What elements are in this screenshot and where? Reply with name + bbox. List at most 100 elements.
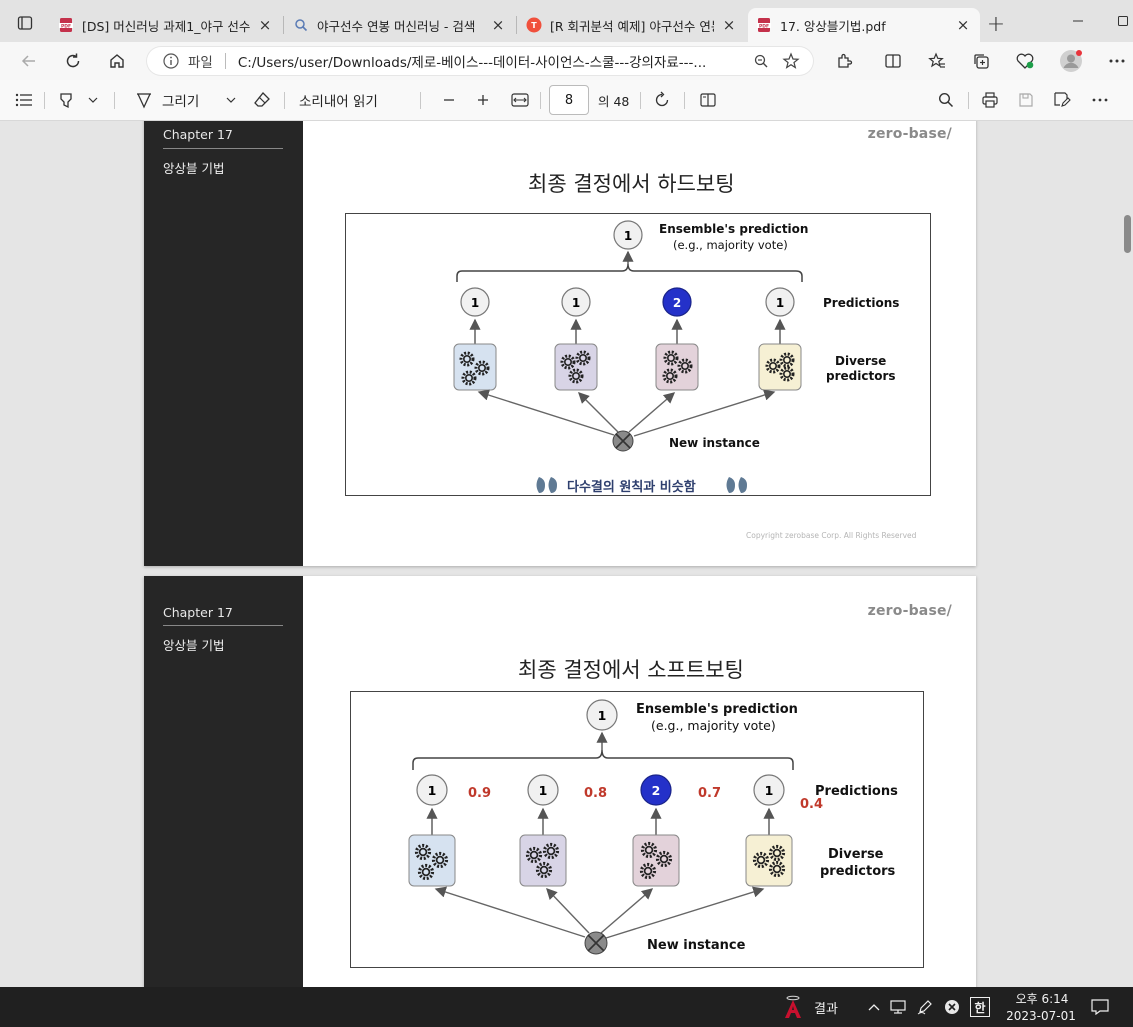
- zoom-in-icon[interactable]: [472, 88, 494, 112]
- chevron-up-icon[interactable]: [866, 999, 882, 1015]
- probability-value: 0.7: [698, 786, 721, 801]
- chevron-down-icon[interactable]: [84, 88, 102, 112]
- save-as-icon[interactable]: [1050, 88, 1074, 112]
- predictor-box-3: [655, 343, 699, 391]
- tab-search[interactable]: 야구선수 연봉 머신러닝 - 검색 ×: [285, 8, 515, 42]
- more-options-icon[interactable]: [1088, 88, 1112, 112]
- tab-ds-assignment[interactable]: PDF [DS] 머신러닝 과제1_야구 선수 ×: [50, 8, 282, 42]
- scrollbar-thumb[interactable]: [1124, 215, 1131, 253]
- clock-date[interactable]: 2023-07-01: [1006, 1009, 1076, 1023]
- chapter-sidebar: Chapter 17 앙상블 기법: [144, 576, 303, 987]
- predictor-box-2: [519, 834, 567, 887]
- contents-list-icon[interactable]: [12, 88, 36, 112]
- pdf-icon: PDF: [756, 17, 772, 33]
- maximize-icon[interactable]: [1100, 8, 1133, 34]
- prediction-node-value: 1: [776, 296, 784, 310]
- profile-avatar[interactable]: [1056, 47, 1086, 75]
- tab-title: [R 회귀분석 예제] 야구선수 연봉: [550, 18, 714, 34]
- page-number-input[interactable]: 8: [549, 85, 589, 115]
- pdf-viewport[interactable]: Chapter 17 앙상블 기법 zero-base/ 최종 결정에서 하드보…: [0, 121, 1133, 987]
- probability-value: 0.4: [800, 797, 823, 812]
- extensions-icon[interactable]: [829, 47, 859, 75]
- zoom-out-icon[interactable]: [438, 88, 460, 112]
- taskbar: 결과 한 오후 6:14 2023-07-01: [0, 987, 1133, 1027]
- prediction-node: [561, 287, 591, 317]
- refresh-icon[interactable]: [58, 47, 88, 75]
- tab-regression[interactable]: T [R 회귀분석 예제] 야구선수 연봉 ×: [518, 8, 746, 42]
- ensemble-label: Ensemble's prediction: [659, 222, 808, 236]
- rotate-icon[interactable]: [650, 88, 674, 112]
- ensemble-node-value: 1: [598, 708, 607, 723]
- pdf-page: Chapter 17 앙상블 기법 zero-base/ 최종 결정에서 하드보…: [144, 121, 976, 566]
- highlight-icon[interactable]: [54, 88, 78, 112]
- prediction-node-value: 1: [428, 783, 437, 798]
- clock-time[interactable]: 오후 6:14: [1015, 991, 1069, 1006]
- probability-value: 0.8: [584, 786, 607, 801]
- address-scheme-label: 파일: [188, 55, 213, 71]
- close-icon[interactable]: ×: [491, 16, 505, 34]
- close-icon[interactable]: ×: [722, 16, 736, 34]
- prediction-node-value: 1: [572, 296, 580, 310]
- draw-button[interactable]: 그리기: [162, 94, 200, 110]
- collections-icon[interactable]: [966, 47, 996, 75]
- save-icon[interactable]: [1014, 88, 1038, 112]
- ensemble-node: [613, 220, 643, 250]
- zoom-icon[interactable]: [746, 46, 776, 76]
- address-bar[interactable]: 파일 C:/Users/user/Downloads/제로-베이스---데이터-…: [146, 46, 814, 76]
- copyright-text: Copyright zerobase Corp. All Rights Rese…: [746, 531, 917, 540]
- new-instance-node: [612, 430, 634, 452]
- prediction-node: [753, 774, 785, 806]
- info-icon[interactable]: [162, 52, 180, 70]
- chapter-sidebar: Chapter 17 앙상블 기법: [144, 121, 303, 566]
- predictor-box-3: [632, 834, 680, 887]
- ensemble-label: Ensemble's prediction: [636, 702, 798, 717]
- search-icon: [293, 17, 309, 33]
- read-aloud-button[interactable]: 소리내어 읽기: [299, 94, 378, 110]
- back-icon[interactable]: [14, 47, 44, 75]
- ime-indicator[interactable]: 한: [970, 997, 990, 1017]
- prediction-node-value: 2: [652, 783, 661, 798]
- prediction-node-highlight: [640, 774, 672, 806]
- search-icon[interactable]: [934, 88, 958, 112]
- new-instance-label: New instance: [669, 436, 760, 450]
- tab-ensemble-pdf[interactable]: PDF 17. 앙상블기법.pdf ×: [748, 8, 980, 42]
- prediction-nodes: 1 1 2 1: [460, 287, 795, 317]
- new-tab-icon[interactable]: +: [986, 11, 1006, 37]
- print-icon[interactable]: [978, 88, 1002, 112]
- quote-mark-open-icon: [536, 477, 557, 493]
- chevron-down-icon[interactable]: [222, 88, 240, 112]
- predictors-label-line1: Diverse: [835, 354, 886, 368]
- quote-mark-close-icon: [726, 477, 747, 493]
- taskbar-app-label[interactable]: 결과: [814, 1002, 838, 1017]
- predictor-box-1: [453, 343, 497, 391]
- eraser-icon[interactable]: [250, 88, 274, 112]
- angels-app-icon[interactable]: [780, 995, 806, 1019]
- quote-text: 다수결의 원칙과 비슷함: [567, 479, 696, 495]
- split-screen-icon[interactable]: [878, 47, 908, 75]
- prediction-node: [527, 774, 559, 806]
- predictions-label: Predictions: [815, 784, 898, 799]
- minimize-icon[interactable]: [1055, 8, 1101, 34]
- notification-icon[interactable]: [1088, 996, 1112, 1018]
- network-icon[interactable]: [889, 998, 907, 1016]
- aggregation-brace: [456, 263, 803, 282]
- pen-icon[interactable]: [916, 998, 934, 1016]
- more-options-icon[interactable]: [1102, 47, 1132, 75]
- navigation-bar: 파일 C:/Users/user/Downloads/제로-베이스---데이터-…: [0, 42, 1133, 80]
- browser-essentials-icon[interactable]: [1010, 47, 1040, 75]
- close-icon[interactable]: ×: [258, 16, 272, 34]
- favorite-star-icon[interactable]: [776, 46, 806, 76]
- tab-actions-icon[interactable]: [10, 10, 40, 36]
- brand-logo: zero-base/: [867, 603, 952, 619]
- home-icon[interactable]: [102, 47, 132, 75]
- fit-width-icon[interactable]: [508, 88, 532, 112]
- ensemble-sublabel: (e.g., majority vote): [673, 238, 788, 252]
- prediction-node: [765, 287, 795, 317]
- draw-icon[interactable]: [132, 88, 156, 112]
- page-view-icon[interactable]: [696, 88, 720, 112]
- volume-muted-icon[interactable]: [943, 998, 961, 1016]
- prediction-node-value: 1: [539, 783, 548, 798]
- address-url[interactable]: C:/Users/user/Downloads/제로-베이스---데이터-사이언…: [237, 55, 707, 71]
- favorites-icon[interactable]: [922, 47, 952, 75]
- close-icon[interactable]: ×: [956, 16, 970, 34]
